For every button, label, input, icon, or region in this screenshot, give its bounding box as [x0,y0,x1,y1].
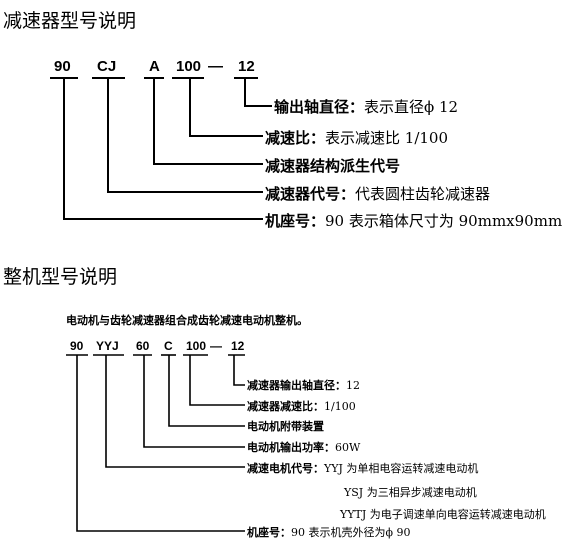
machine-label-ratio: 减速器减速比：1/100 [247,400,356,413]
reducer-label-ratio: 减速比：表示减速比 1/100 [265,129,449,147]
machine-title: 整机型号说明 [3,266,118,288]
machine-connector-shaft [233,355,245,386]
machine-connector-accessory [168,355,245,427]
reducer-connector-ratio [189,78,263,137]
reducer-connector-frame [63,78,263,220]
reducer-code-frame: 90 [54,58,71,75]
machine-connector-motor [105,355,245,468]
machine-connector-ratio [189,355,245,406]
machine-code-motor: YYJ [96,339,119,353]
reducer-connector-type [107,78,263,193]
machine-connector-frame [76,355,245,532]
reducer-code-shaft: 12 [238,58,255,75]
reducer-code-variant: A [149,58,160,75]
reducer-code-dash: — [208,58,223,75]
machine-code-ratio: 100 [186,339,207,353]
machine-label-motor: 减速电机代号：YYJ 为单相电容运转减速电动机 [247,462,479,475]
reducer-label-type: 减速器代号：代表圆柱齿轮减速器 [265,185,491,203]
reducer-code-ratio: 100 [176,58,202,75]
machine-connector-power [143,355,245,448]
machine-label-power: 电动机输出功率：60W [247,441,361,454]
reducer-title: 减速器型号说明 [3,10,137,32]
machine-label-shaft: 减速器输出轴直径：12 [247,379,360,392]
reducer-label-frame: 机座号：90 表示箱体尺寸为 90mmx90mm [265,212,563,230]
machine-motor-note-ysj: YSJ 为三相异步减速电动机 [344,486,477,499]
machine-code-power: 60 [136,339,150,353]
machine-intro: 电动机与齿轮减速器组合成齿轮减速电动机整机。 [66,314,308,327]
reducer-code-type: CJ [97,58,117,75]
machine-code-accessory: C [164,339,173,353]
machine-motor-note-yytj: YYTJ 为电子调速单向电容运转减速电动机 [340,508,546,521]
reducer-connector-variant [153,78,263,165]
machine-label-frame: 机座号：90 表示机壳外径为ϕ 90 [247,526,411,539]
machine-code-dash: — [210,339,222,353]
reducer-label-shaft: 输出轴直径：表示直径ϕ 12 [274,98,459,116]
machine-code-shaft: 12 [231,339,245,353]
reducer-connector-shaft [244,78,272,107]
machine-code-frame: 90 [70,339,84,353]
machine-label-accessory: 电动机附带装置 [247,420,324,433]
reducer-label-variant: 减速器结构派生代号 [265,157,401,175]
